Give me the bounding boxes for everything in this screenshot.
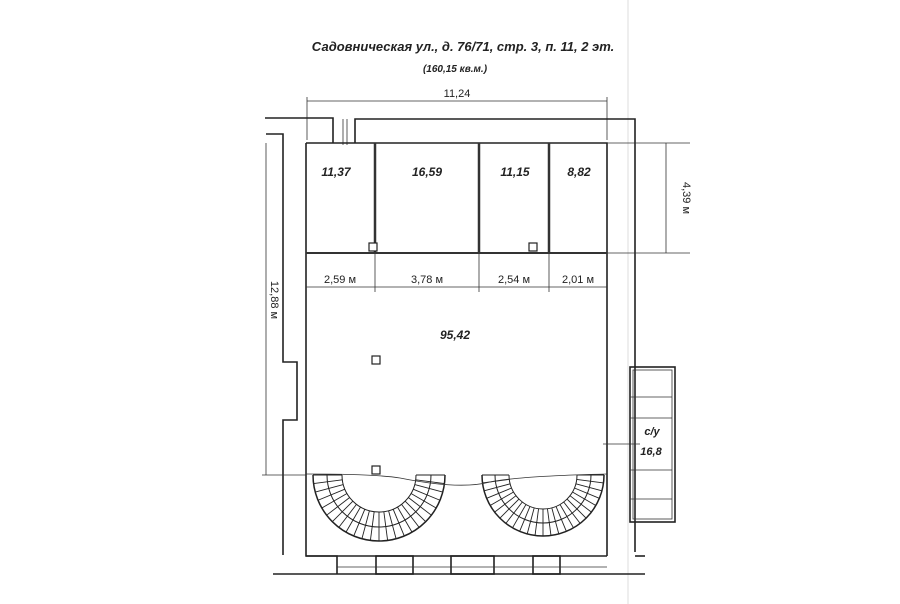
svg-text:2,54 м: 2,54 м (498, 274, 530, 286)
room-area-1: 11,37 (321, 165, 351, 179)
spiral-stair-right (481, 474, 605, 537)
room-area-4: 8,82 (567, 165, 591, 179)
room-area-2: 16,59 (412, 165, 442, 179)
svg-text:11,24: 11,24 (444, 88, 471, 100)
wc-area: 16,8 (640, 446, 662, 458)
room-area-main-hall: 95,42 (440, 328, 470, 342)
room-area-3: 11,15 (500, 165, 529, 179)
partitions (306, 143, 607, 254)
walls (265, 117, 645, 575)
spiral-stair-left (312, 474, 446, 542)
plan-subtitle: (160,15 кв.м.) (423, 64, 488, 75)
svg-text:2,01 м: 2,01 м (562, 274, 594, 286)
columns (368, 242, 538, 475)
dimension-total-height: 12,88 м (262, 143, 306, 476)
spiral-stairs (312, 474, 605, 542)
dimension-room-widths: 2,59 м 3,78 м 2,54 м 2,01 м (306, 253, 607, 292)
svg-text:12,88 м: 12,88 м (268, 281, 280, 319)
wc-label: с/у (644, 426, 660, 438)
dimension-total-width: 11,24 (306, 88, 608, 140)
svg-text:4,39 м: 4,39 м (680, 182, 692, 214)
svg-text:2,59 м: 2,59 м (324, 274, 356, 286)
svg-text:3,78 м: 3,78 м (411, 274, 443, 286)
wc-block: с/у 16,8 (603, 366, 676, 523)
plan-title: Садовническая ул., д. 76/71, стр. 3, п. … (312, 39, 614, 54)
dimension-room-height: 4,39 м (607, 142, 692, 254)
